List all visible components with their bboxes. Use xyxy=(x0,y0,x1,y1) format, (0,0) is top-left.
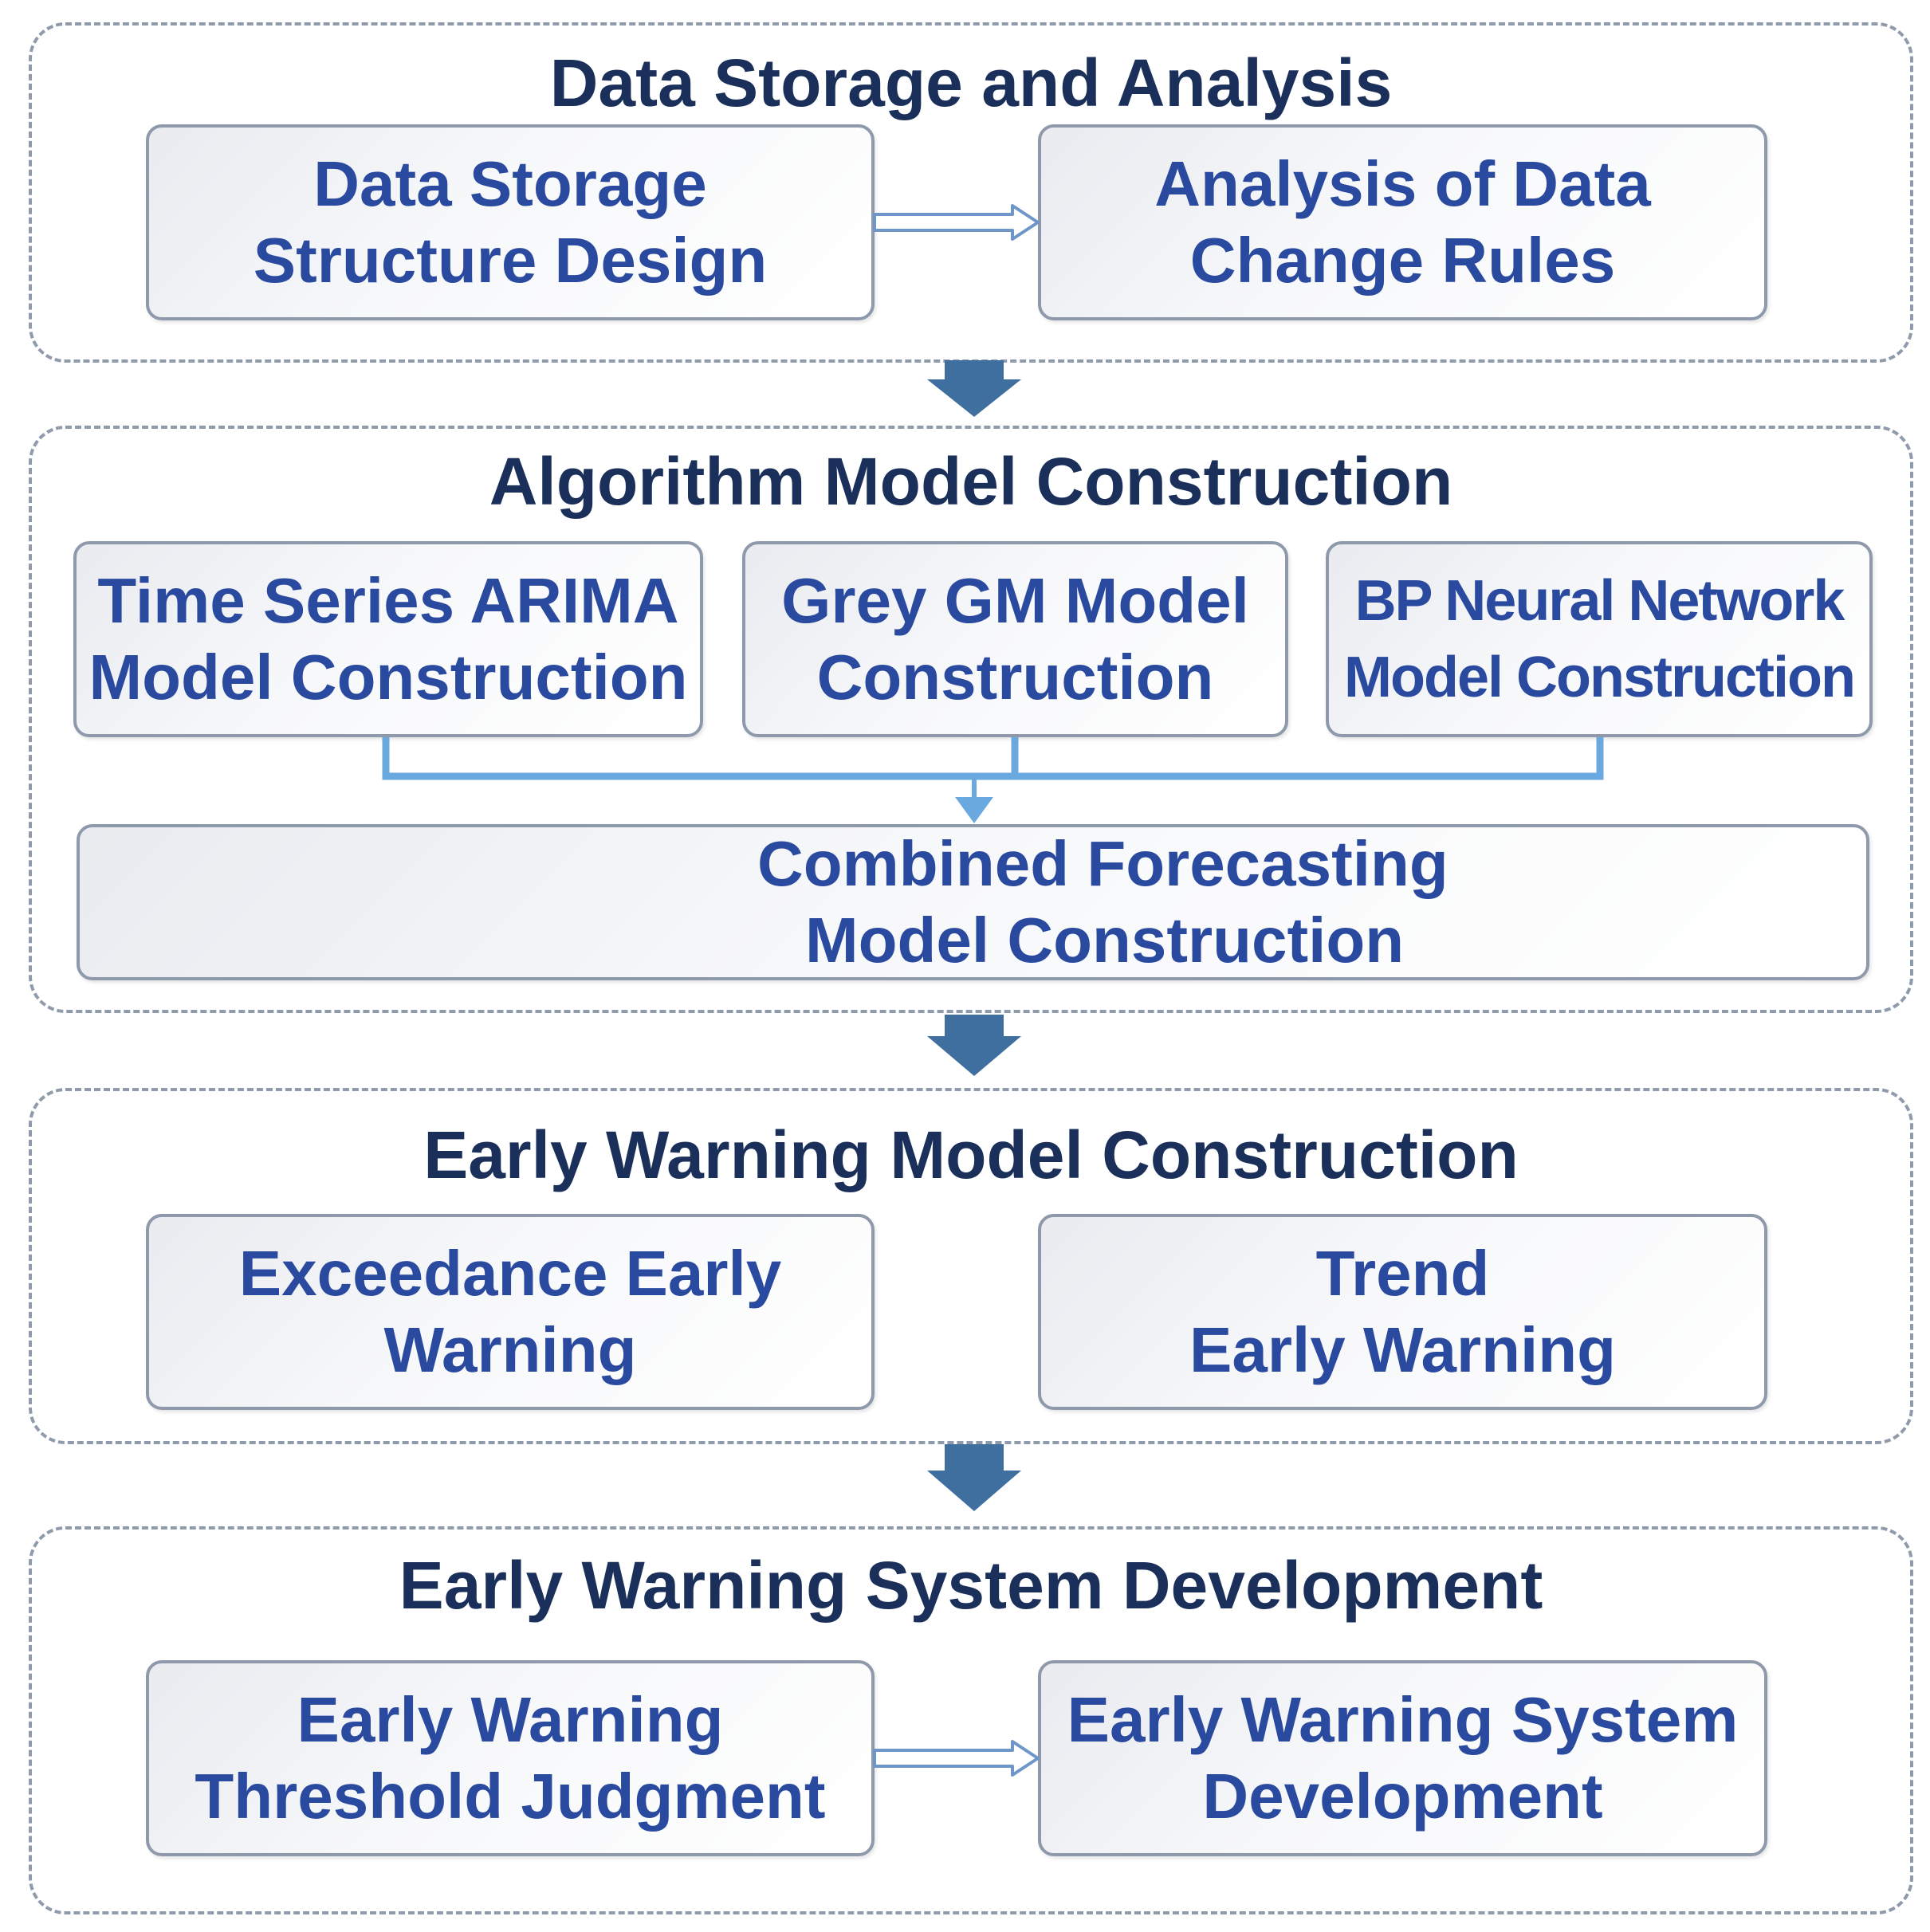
box-line: Grey GM Model xyxy=(781,565,1249,636)
section-title: Data Storage and Analysis xyxy=(549,45,1393,120)
box-line: Early Warning xyxy=(1189,1314,1616,1385)
hollow-arrow-right-icon xyxy=(873,204,1040,241)
section-title: Early Warning Model Construction xyxy=(423,1117,1519,1192)
down-arrow-icon xyxy=(927,1015,1021,1076)
box-arima-model: Time Series ARIMA Model Construction xyxy=(73,541,703,737)
box-early-warning-threshold-judgment: Early Warning Threshold Judgment xyxy=(146,1660,875,1856)
box-line: Trend xyxy=(1315,1238,1490,1309)
box-combined-forecasting-model: Combined Forecasting Model Construction xyxy=(77,824,1869,980)
small-down-arrow-icon xyxy=(955,797,993,823)
box-trend-early-warning: Trend Early Warning xyxy=(1038,1214,1767,1410)
box-line: Model Construction xyxy=(805,905,1405,976)
box-bp-neural-network-model: BP Neural Network Model Construction xyxy=(1326,541,1873,737)
merge-connector xyxy=(382,737,1604,780)
box-line: Threshold Judgment xyxy=(195,1761,826,1832)
box-line: Structure Design xyxy=(253,225,768,296)
hollow-arrow-right-icon xyxy=(873,1740,1040,1777)
box-line: BP Neural Network xyxy=(1354,569,1845,633)
box-line: Early Warning System xyxy=(1067,1684,1739,1755)
box-line: Warning xyxy=(383,1314,637,1385)
box-line: Exceedance Early xyxy=(238,1238,782,1309)
section-title: Algorithm Model Construction xyxy=(489,444,1453,519)
box-early-warning-system-development: Early Warning System Development xyxy=(1038,1660,1767,1856)
box-exceedance-early-warning: Exceedance Early Warning xyxy=(146,1214,875,1410)
box-analysis-data-change-rules: Analysis of Data Change Rules xyxy=(1038,124,1767,320)
box-line: Model Construction xyxy=(88,642,688,713)
section-title: Early Warning System Development xyxy=(399,1548,1543,1623)
down-arrow-icon xyxy=(927,360,1021,417)
box-grey-gm-model: Grey GM Model Construction xyxy=(742,541,1288,737)
box-line: Combined Forecasting xyxy=(757,828,1448,899)
box-line: Construction xyxy=(816,642,1214,713)
box-data-storage-structure-design: Data Storage Structure Design xyxy=(146,124,875,320)
box-line: Model Construction xyxy=(1344,646,1856,709)
box-line: Early Warning xyxy=(297,1684,724,1755)
box-line: Analysis of Data xyxy=(1154,148,1651,219)
down-arrow-icon xyxy=(927,1444,1021,1511)
box-line: Change Rules xyxy=(1189,225,1616,296)
box-line: Data Storage xyxy=(313,148,707,219)
box-line: Development xyxy=(1202,1761,1603,1832)
box-line: Time Series ARIMA xyxy=(97,565,679,636)
